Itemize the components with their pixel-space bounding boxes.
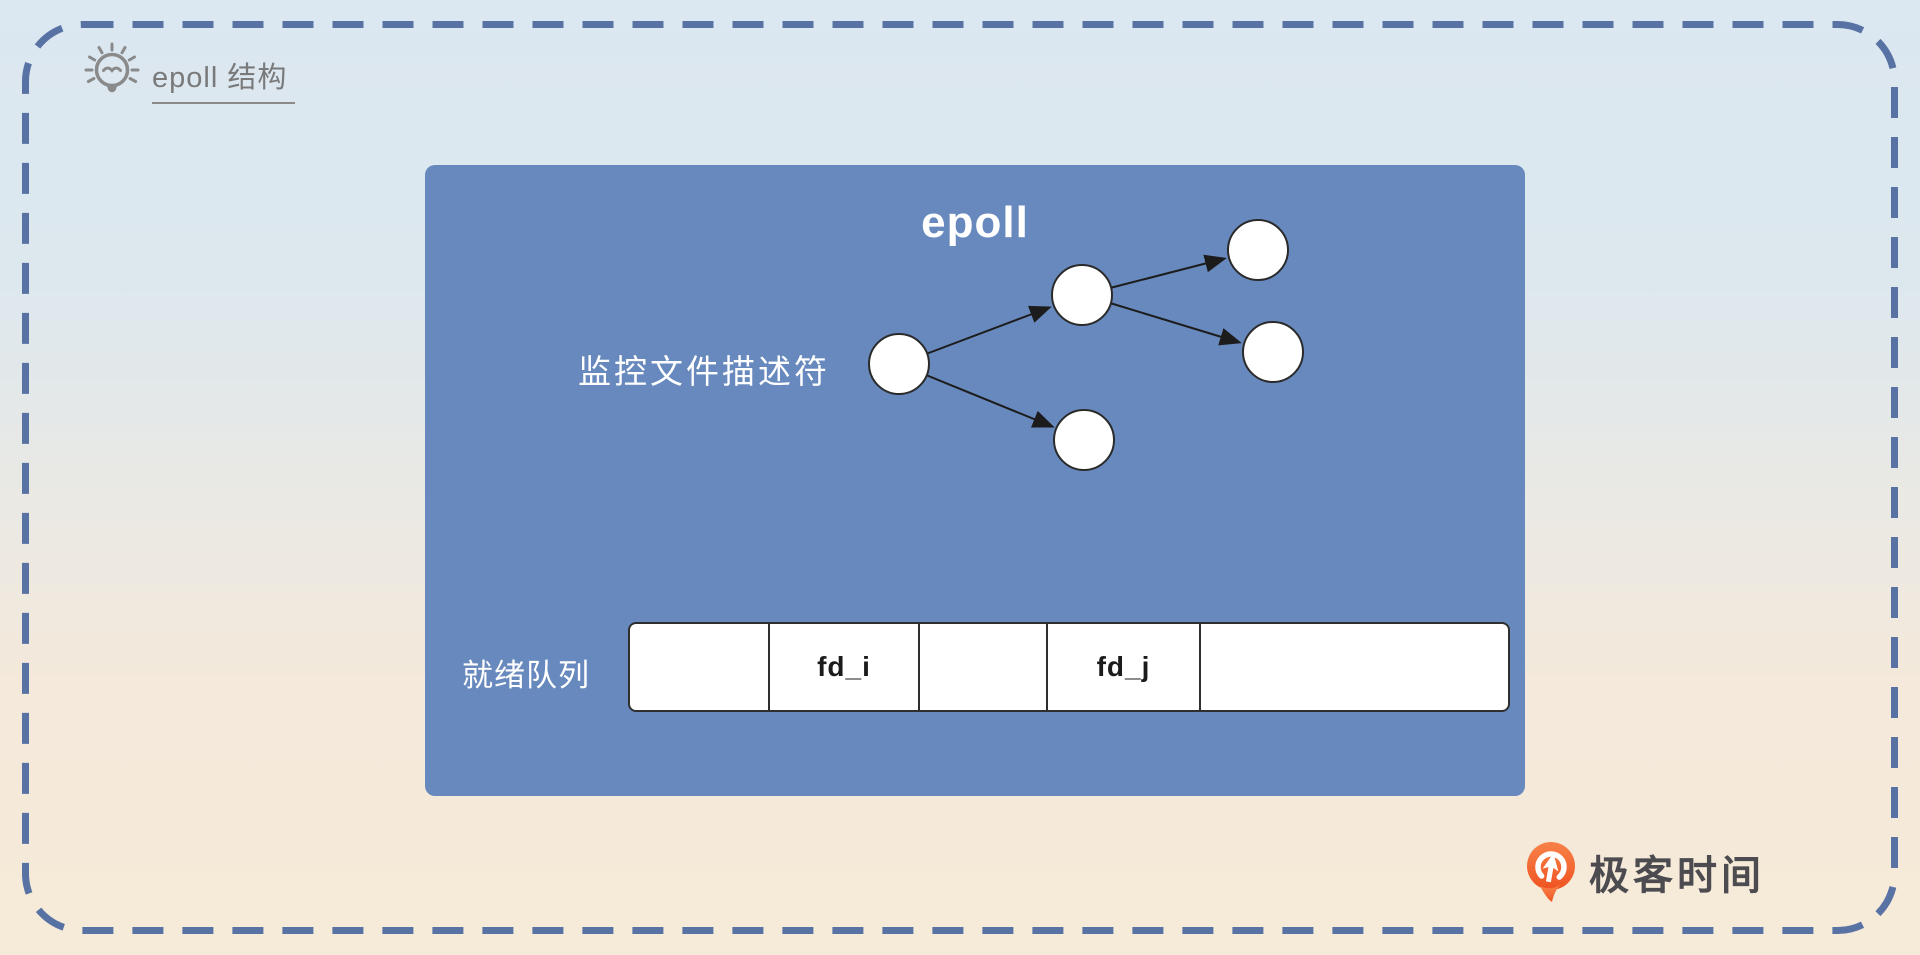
lightbulb-icon [84,42,140,93]
queue-cell: fd_i [770,624,920,710]
edge-arrow [1109,254,1227,289]
monitored-fd-label: 监控文件描述符 [578,353,830,390]
queue-cell [920,624,1048,710]
fd-node-root [868,333,930,395]
edge-arrow [925,374,1055,428]
ready-queue-label: 就绪队列 [462,658,590,693]
edge-arrow [925,305,1052,355]
fd-node-child-1 [1051,264,1113,326]
epoll-panel: epoll 监控文件描述符 就绪队列 fd_i fd_j [425,165,1525,796]
edge-arrow [1109,302,1242,346]
fd-node-grandchild-1 [1227,219,1289,281]
geektime-icon [1527,842,1575,902]
page-title: epoll 结构 [152,54,296,104]
ready-queue: fd_i fd_j [628,622,1510,712]
geektime-logo: 极客时间 [1525,841,1765,903]
queue-cell [630,624,770,710]
fd-tree [868,219,1304,471]
geektime-logo-text: 极客时间 [1589,854,1765,898]
queue-cell [1201,624,1508,710]
fd-node-grandchild-2 [1242,321,1304,383]
queue-cell: fd_j [1048,624,1201,710]
fd-node-child-2 [1053,409,1115,471]
panel-title: epoll [921,198,1029,247]
